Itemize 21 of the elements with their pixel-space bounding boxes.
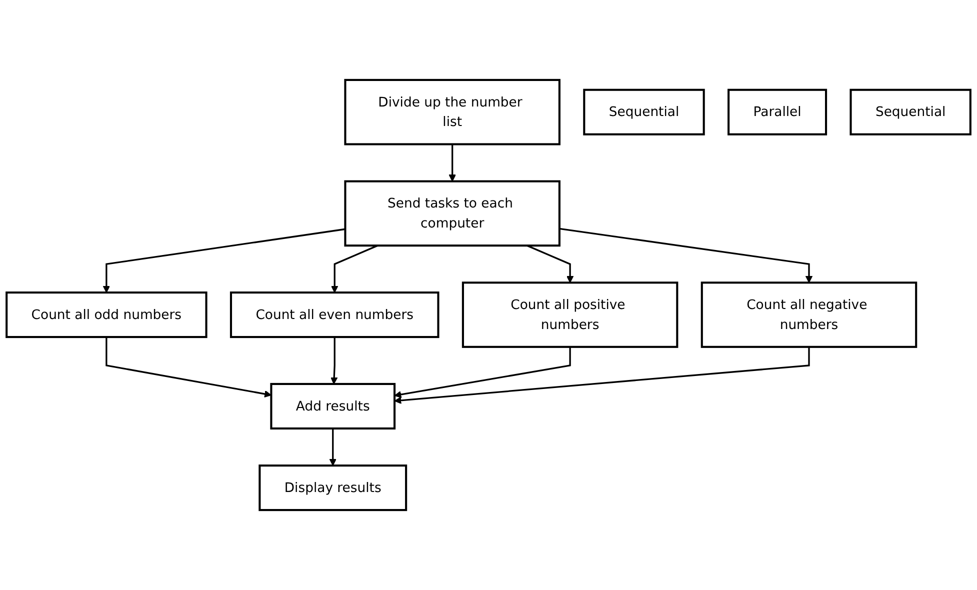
- node-box: Sequential: [850, 88, 972, 136]
- arrow: [329, 428, 336, 466]
- arrow: [526, 244, 574, 283]
- node-box: Add results: [270, 382, 396, 430]
- arrow: [330, 337, 338, 384]
- node-box: Send tasks to each computer: [344, 180, 560, 247]
- arrow: [394, 346, 571, 398]
- arrow: [448, 144, 456, 182]
- arrow: [331, 244, 378, 293]
- node-box: Divide up the number list: [344, 78, 560, 146]
- node-box: Count all odd numbers: [6, 292, 208, 338]
- node-box: Count all even numbers: [230, 292, 440, 338]
- node-box: Parallel: [728, 88, 828, 136]
- node-box: Count all negative numbers: [700, 282, 918, 348]
- arrow: [106, 337, 272, 398]
- arrow: [102, 228, 346, 293]
- node-box: Count all positive numbers: [462, 282, 678, 348]
- node-box: Sequential: [583, 88, 705, 136]
- arrow: [394, 346, 810, 404]
- node-box: Display results: [258, 464, 408, 512]
- arrow: [559, 228, 813, 283]
